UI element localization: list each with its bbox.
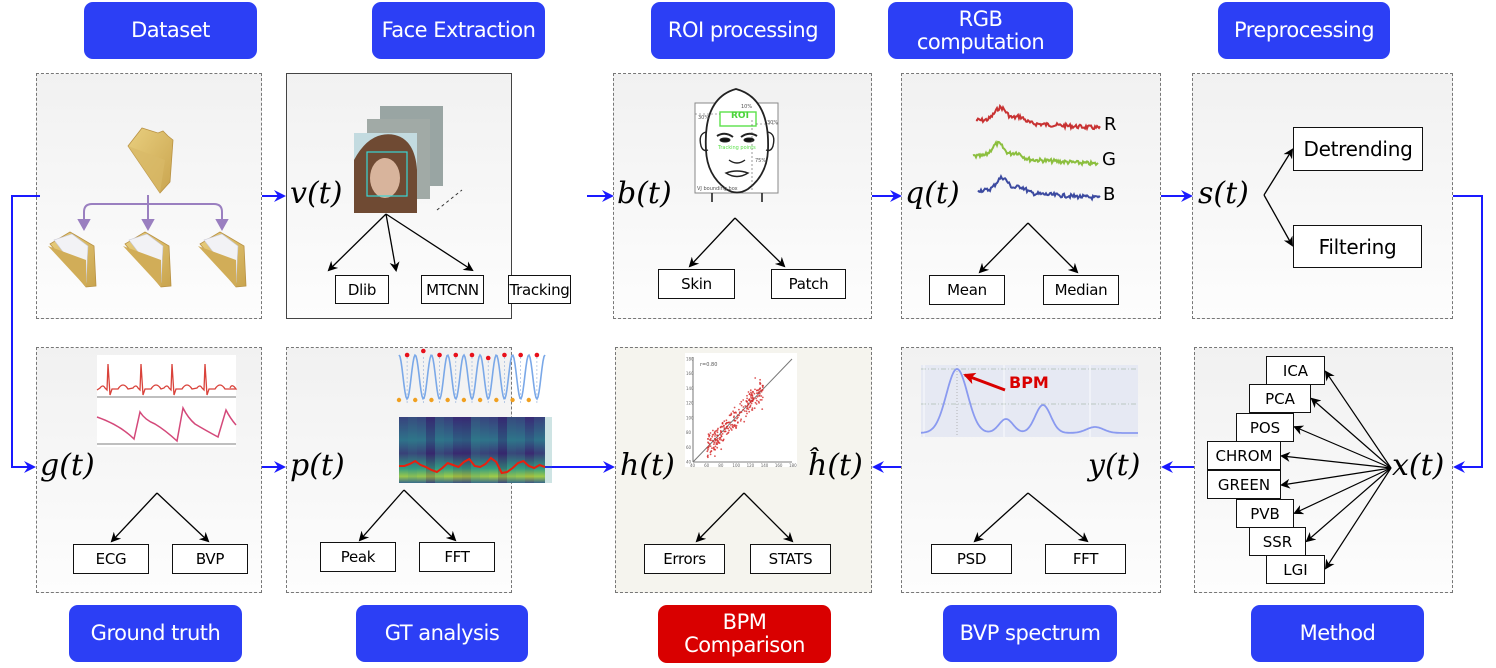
leaf-median: Median [1043, 275, 1119, 305]
var-p: p(t) [290, 448, 345, 483]
roi-pct-bottom: 75% [755, 158, 767, 164]
method-label: SSR [1262, 532, 1293, 551]
method-label: PCA [1265, 389, 1295, 408]
stage-title-text: Method [1299, 621, 1376, 645]
leaf-ecg: ECG [73, 544, 149, 574]
var-b: b(t) [617, 176, 672, 211]
var-h: h(t) [620, 448, 675, 483]
method-label: POS [1249, 418, 1281, 437]
leaf-bvp: BVP [172, 544, 248, 574]
leaf-psd: PSD [931, 544, 1012, 574]
method-chrom: CHROM [1207, 441, 1281, 470]
var-q: q(t) [905, 176, 960, 211]
leaf-detrending: Detrending [1293, 127, 1423, 171]
leaf-label: FFT [1072, 550, 1099, 568]
leaf-label: Peak [340, 548, 376, 566]
leaf-filtering: Filtering [1293, 225, 1422, 268]
psd-peak-label: BPM [1009, 373, 1049, 392]
stage-title-text: Face Extraction [381, 18, 536, 42]
var-v: v(t) [290, 176, 343, 211]
peak-marker [534, 352, 540, 358]
stage-title-preprocessing: Preprocessing [1218, 2, 1390, 59]
leaf-mtcnn: MTCNN [421, 275, 484, 304]
method-label: GREEN [1217, 475, 1271, 494]
method-pca: PCA [1249, 384, 1311, 413]
leaf-skin: Skin [658, 269, 735, 299]
var-y: y(t) [1088, 448, 1141, 483]
roi-tracking-label: Tracking points [718, 145, 756, 151]
stage-title-text: Dataset [131, 18, 210, 42]
stage-title-text: Ground truth [90, 621, 221, 645]
var-h-hat: ĥ(t) [808, 448, 863, 483]
var-x: x(t) [1392, 448, 1445, 483]
panel-preprocessing [1192, 73, 1453, 319]
method-label: PVB [1250, 504, 1280, 523]
leaf-label: Filtering [1318, 234, 1397, 259]
stage-title-rgb-computation: RGB computation [888, 2, 1073, 59]
stage-title-text: BVP spectrum [959, 621, 1101, 645]
stage-title-dataset: Dataset [84, 2, 257, 59]
channel-label-g: G [1102, 149, 1116, 170]
leaf-tracking: Tracking [508, 275, 571, 304]
leaf-patch: Patch [771, 269, 846, 299]
channel-label-r: R [1104, 114, 1117, 135]
roi-pct-left: 30% [698, 115, 710, 121]
stage-title-text: ROI processing [667, 18, 819, 42]
leaf-mean: Mean [929, 275, 1005, 305]
leaf-label: Dlib [347, 280, 377, 299]
roi-bbox-label: VJ bounding box [697, 186, 738, 192]
leaf-label: Tracking [509, 280, 570, 299]
leaf-label: Skin [681, 275, 712, 293]
leaf-errors: Errors [644, 544, 725, 574]
leaf-fft-bvp: FFT [1045, 544, 1126, 574]
peak-marker [518, 352, 523, 358]
method-pvb: PVB [1236, 499, 1294, 528]
connector-preproc-to-method [1453, 195, 1483, 473]
stage-title-ground-truth: Ground truth [69, 605, 242, 662]
stage-title-face-extraction: Face Extraction [372, 2, 545, 59]
leaf-label: BVP [195, 550, 225, 568]
stage-title-text: GT analysis [384, 621, 500, 645]
panel-dataset [36, 73, 262, 319]
method-pos: POS [1236, 413, 1294, 442]
roi-pct-right: 30% [767, 120, 779, 126]
trough-marker [526, 397, 531, 403]
leaf-label: Errors [663, 550, 706, 568]
method-green: GREEN [1207, 470, 1281, 499]
method-label: ICA [1282, 361, 1309, 380]
channel-label-b: B [1103, 184, 1116, 205]
method-ica: ICA [1266, 356, 1325, 385]
stage-title-text: RGB computation [916, 6, 1045, 54]
roi-pct-top: 10% [741, 104, 753, 110]
stage-title-gt-analysis: GT analysis [356, 605, 528, 662]
stage-title-text: BPM Comparison [684, 610, 805, 657]
leaf-peak: Peak [320, 542, 396, 572]
scatter-annotation: r=0.80 [700, 362, 718, 368]
leaf-label: ECG [95, 550, 127, 568]
method-lgi: LGI [1266, 555, 1325, 584]
stage-title-roi-processing: ROI processing [651, 2, 835, 59]
stage-title-method: Method [1251, 605, 1424, 662]
method-ssr: SSR [1249, 527, 1306, 556]
leaf-label: PSD [956, 550, 987, 568]
leaf-fft-gt: FFT [419, 542, 495, 572]
stage-title-bpm-comparison: BPM Comparison [658, 605, 831, 663]
method-label: LGI [1283, 560, 1308, 579]
roi-label: ROI [731, 111, 749, 121]
stage-title-bvp-spectrum: BVP spectrum [943, 605, 1117, 662]
leaf-label: Mean [947, 281, 987, 299]
leaf-label: Detrending [1303, 137, 1413, 161]
leaf-stats: STATS [750, 544, 831, 574]
leaf-dlib: Dlib [335, 275, 389, 304]
leaf-label: STATS [768, 550, 813, 568]
method-label: CHROM [1215, 446, 1273, 465]
var-s: s(t) [1198, 176, 1249, 211]
leaf-label: FFT [444, 548, 470, 566]
stage-title-text: Preprocessing [1233, 18, 1375, 42]
leaf-label: Median [1054, 281, 1108, 299]
leaf-label: MTCNN [426, 280, 479, 299]
leaf-label: Patch [788, 275, 829, 293]
var-g: g(t) [40, 448, 95, 483]
